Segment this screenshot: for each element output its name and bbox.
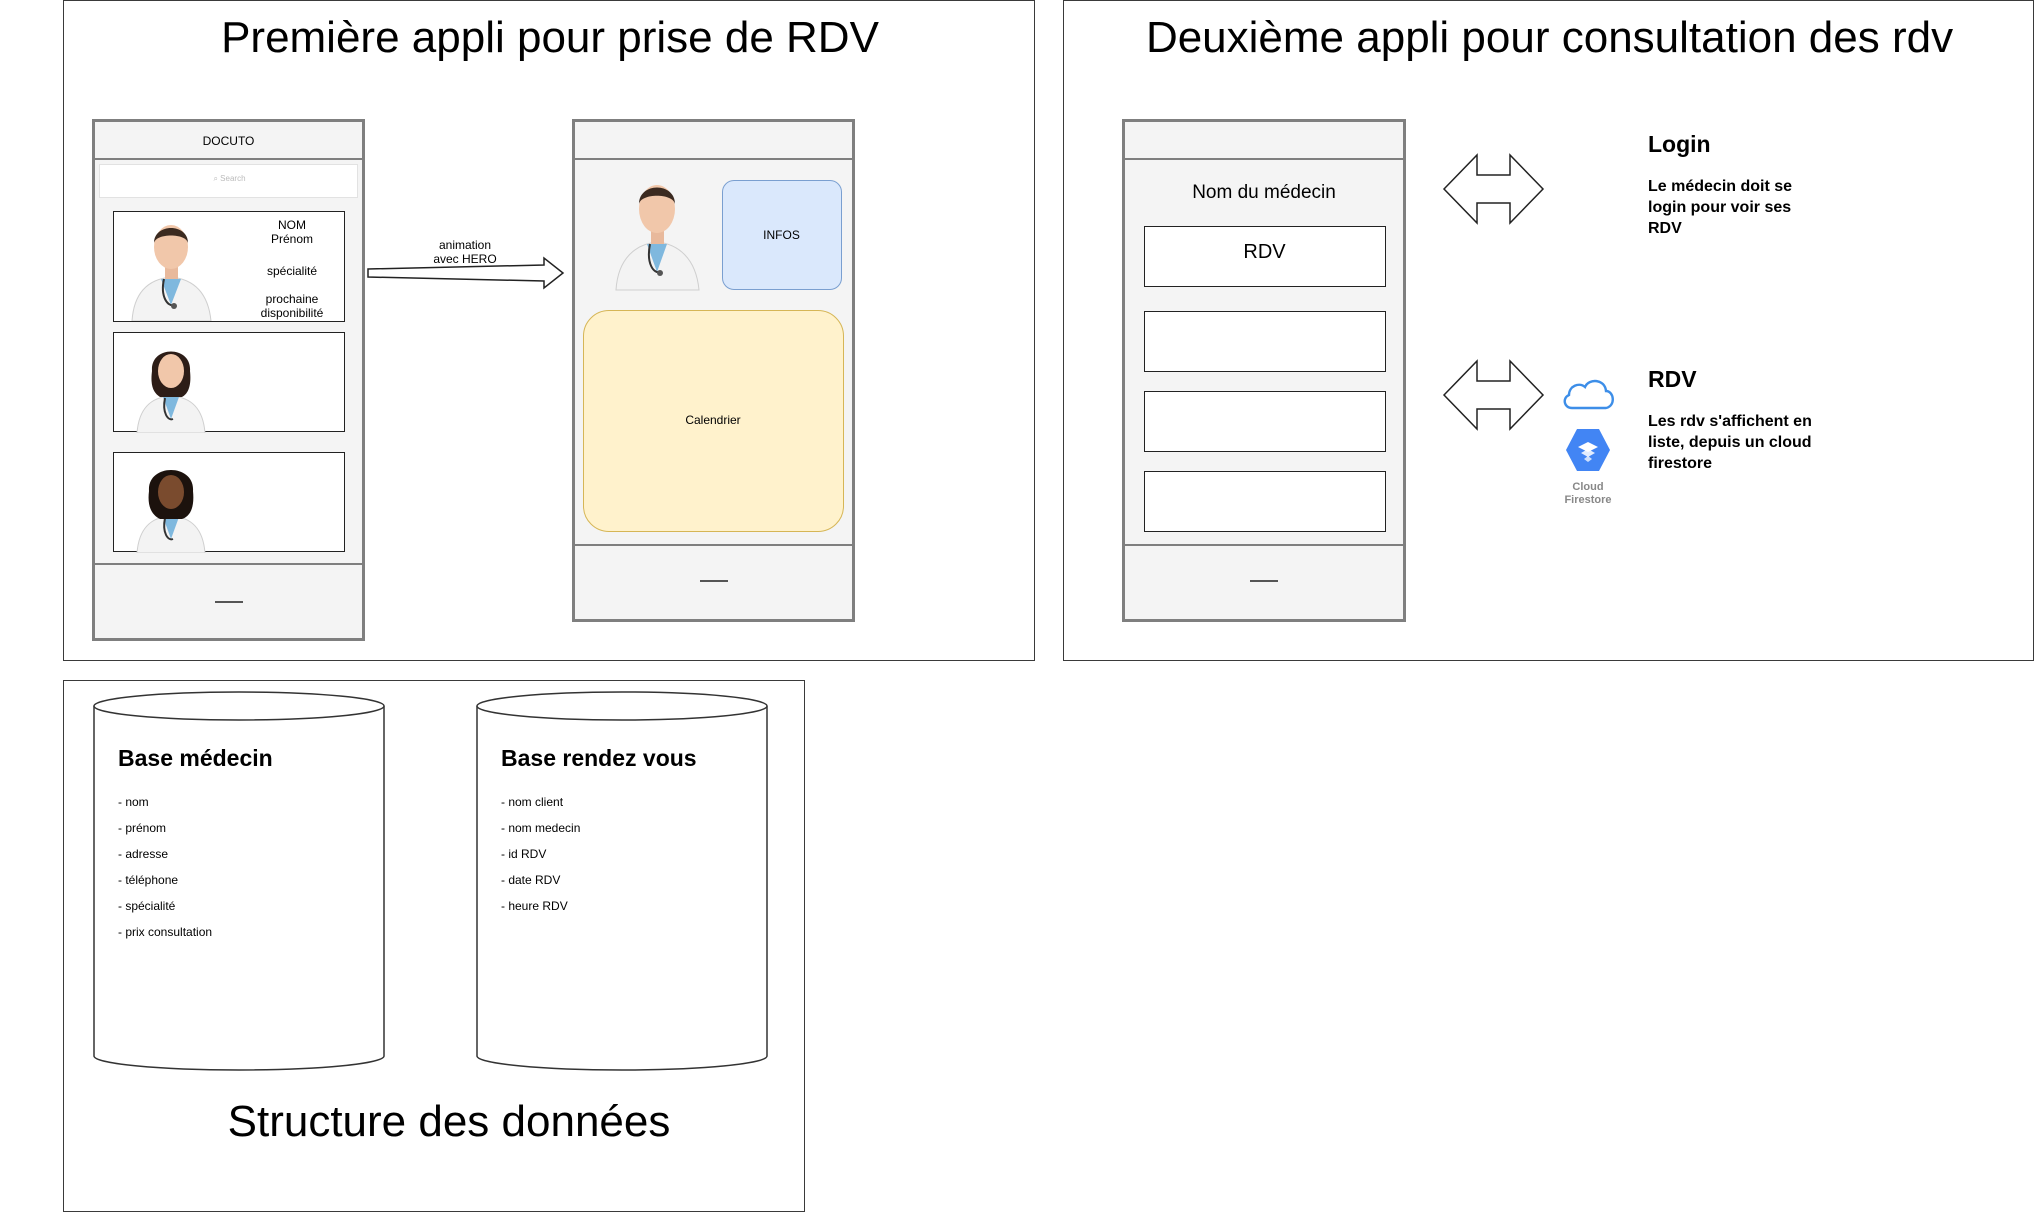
doctor-male-avatar: [615, 185, 700, 291]
phone-nav-bar: [1125, 544, 1403, 619]
calendar-label: Calendrier: [685, 413, 741, 427]
doctor-dispo-1: prochaine: [265, 292, 319, 306]
infos-label: INFOS: [763, 228, 800, 242]
search-placeholder: Search: [220, 174, 246, 183]
db-field: - prix consultation: [118, 925, 213, 939]
rdv-desc-line2: liste, depuis un cloud: [1648, 434, 1812, 451]
rdv-description: Les rdv s'affichent en liste, depuis un …: [1648, 411, 1812, 474]
db-field: - adresse: [118, 847, 169, 861]
db-field: - téléphone: [118, 873, 179, 887]
home-indicator[interactable]: [215, 601, 243, 603]
database-cylinder: [476, 691, 768, 1071]
doctor-prenom: Prénom: [270, 232, 314, 246]
rdv-item[interactable]: [1144, 391, 1386, 452]
home-indicator[interactable]: [700, 580, 728, 582]
doctor-female-avatar: [136, 351, 206, 433]
db-field: - nom medecin: [501, 821, 581, 835]
login-desc-line3: RDV: [1648, 220, 1682, 237]
infos-panel[interactable]: INFOS: [722, 180, 842, 290]
firestore-logo-line2: Firestore: [1564, 494, 1612, 506]
search-icon: ⌕: [213, 174, 218, 183]
animation-label-line2: avec HERO: [433, 252, 497, 266]
cloud-icon: [1563, 379, 1614, 410]
login-desc-line2: login pour voir ses: [1648, 199, 1792, 216]
home-indicator[interactable]: [1250, 580, 1278, 582]
db-field: - heure RDV: [501, 899, 568, 913]
animation-label: animation avec HERO: [395, 238, 535, 266]
doctor-dispo-2: disponibilité: [260, 306, 324, 320]
phone-doctor-list: DOCUTO ⌕ Search NOM Prénom spécialité pr…: [92, 119, 365, 641]
animation-label-line1: animation: [438, 238, 492, 252]
firestore-logo-line1: Cloud: [1572, 481, 1604, 493]
rdv-double-arrow: [1442, 359, 1545, 431]
login-desc-line1: Le médecin doit se: [1648, 178, 1793, 195]
firestore-icon: [1566, 429, 1610, 471]
app2-title: Deuxième appli pour consultation des rdv: [1145, 13, 1954, 62]
doctor-specialite: spécialité: [266, 264, 318, 278]
app-name: DOCUTO: [202, 134, 255, 148]
db-field: - nom client: [501, 795, 564, 809]
db-field: - prénom: [118, 821, 167, 835]
doctor-card[interactable]: [113, 452, 345, 553]
firestore-logo-text: Cloud Firestore: [1548, 481, 1628, 507]
phone-header-bar: DOCUTO: [95, 122, 362, 160]
login-title: Login: [1648, 131, 1711, 157]
search-input[interactable]: ⌕ Search: [99, 164, 358, 198]
login-double-arrow: [1442, 153, 1545, 225]
doctor-card[interactable]: [113, 332, 345, 433]
rdv-desc-line3: firestore: [1648, 455, 1713, 472]
phone-header-bar: [575, 122, 852, 160]
phone-doctor-detail: INFOS Calendrier: [572, 119, 855, 622]
phone-rdv-list: Nom du médecin RDV: [1122, 119, 1406, 622]
rdv-label: RDV: [1243, 241, 1286, 263]
doctor-nom: NOM: [278, 218, 306, 232]
doctor-female-avatar: [136, 470, 206, 553]
phone-nav-bar: [95, 563, 362, 638]
doctor-male-avatar: [131, 225, 212, 321]
db-field: - spécialité: [118, 899, 176, 913]
doctor-card[interactable]: NOM Prénom spécialité prochaine disponib…: [113, 211, 345, 322]
rdv-title: RDV: [1648, 366, 1697, 392]
app1-title: Première appli pour prise de RDV: [221, 13, 879, 62]
phone-header-bar: [1125, 122, 1403, 160]
hero-transition-arrow: [367, 256, 565, 290]
db-medecin-title: Base médecin: [118, 745, 273, 771]
rdv-desc-line1: Les rdv s'affichent en: [1648, 413, 1812, 430]
rdv-item[interactable]: RDV: [1144, 226, 1386, 287]
doctor-name: Nom du médecin: [1192, 182, 1336, 203]
db-field: - id RDV: [501, 847, 547, 861]
data-structure-title: Structure des données: [227, 1097, 671, 1146]
rdv-item[interactable]: [1144, 471, 1386, 532]
db-rdv-fields: - nom client - nom medecin - id RDV - da…: [501, 789, 580, 919]
calendar-panel[interactable]: Calendrier: [583, 310, 844, 532]
db-field: - date RDV: [501, 873, 561, 887]
database-cylinder: [93, 691, 385, 1071]
rdv-item[interactable]: [1144, 311, 1386, 372]
db-rdv-title: Base rendez vous: [501, 745, 697, 771]
db-field: - nom: [118, 795, 149, 809]
phone-nav-bar: [575, 544, 852, 619]
login-description: Le médecin doit se login pour voir ses R…: [1648, 176, 1792, 239]
db-medecin-fields: - nom - prénom - adresse - téléphone - s…: [118, 789, 212, 945]
